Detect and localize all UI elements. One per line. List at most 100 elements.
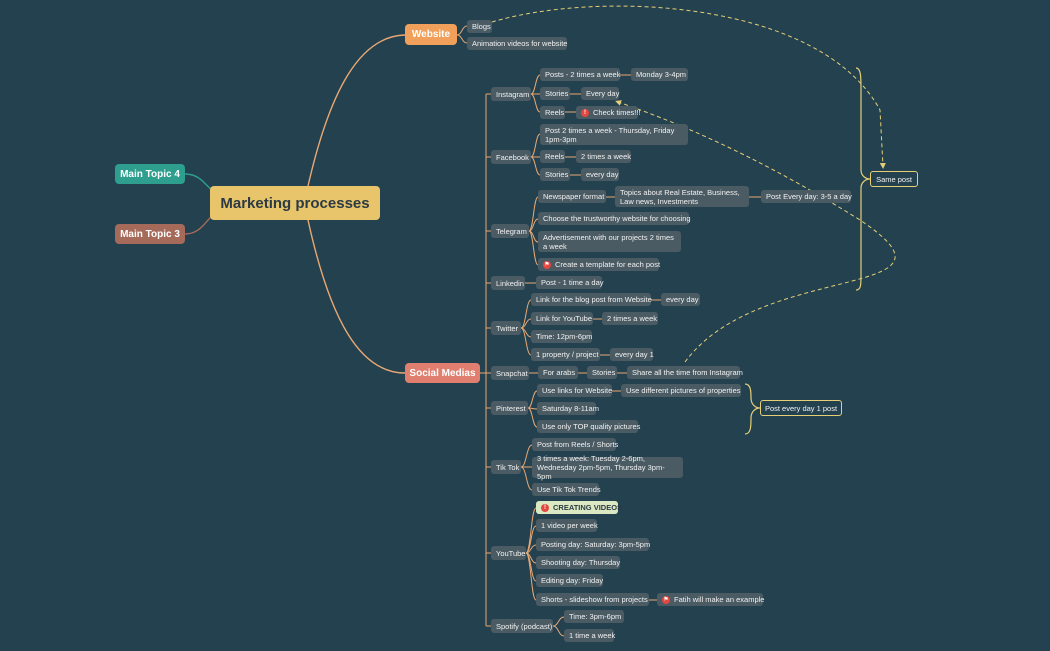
line-central-social [307,219,406,374]
tiktok-trends[interactable]: Use Tik Tok Trends [532,483,601,496]
subtopic-tiktok[interactable]: Tik Tok [491,460,521,474]
subtopic-twitter[interactable]: Twitter [491,321,521,335]
line-group-2-0 [528,196,539,232]
pinterest-links[interactable]: Use links for Website [537,384,612,397]
summary-brace-same-post [855,67,871,291]
telegram-template[interactable]: ⚑ Create a template for each post [538,258,661,271]
line-group-8-0 [525,507,537,554]
twitter-property-freq[interactable]: every day 1 [610,348,654,361]
facebook-reels-freq[interactable]: 2 times a week [576,150,631,163]
twitter-time[interactable]: Time: 12pm-6pm [531,330,592,343]
youtube-creating-videos[interactable]: ! CREATING VIDEOS [536,501,622,514]
subtopic-youtube[interactable]: YouTube [491,546,526,560]
line-group-6-0 [527,390,538,409]
website-animation-videos[interactable]: Animation videos for website [467,37,567,50]
summary-post-every-day[interactable]: Post every day 1 post [760,400,842,416]
pinterest-saturday[interactable]: Saturday 8-11am [537,402,599,415]
summary-brace-every-day [744,383,761,435]
line-group-2-3 [528,230,539,266]
instagram-posts[interactable]: Posts - 2 times a week [540,68,620,81]
instagram-stories[interactable]: Stories [540,87,570,100]
line-group-1-0 [530,133,541,158]
exclamation-icon: ! [541,503,549,512]
telegram-topics[interactable]: Topics about Real Estate, Business, Law … [615,186,749,207]
instagram-reels[interactable]: Reels [540,106,565,119]
line-group-0-2 [530,93,541,113]
youtube-creating-videos-label: CREATING VIDEOS [553,503,623,512]
relationship-blogs-same-post [491,5,886,169]
telegram-topics-freq[interactable]: Post Every day: 3-5 a day [761,190,852,203]
line-group-9-1 [552,625,565,637]
line-central-topic4 [184,173,213,191]
central-topic[interactable]: Marketing processes [210,186,380,220]
twitter-blog-freq[interactable]: every day [661,293,700,306]
summary-same-post[interactable]: Same post [870,171,918,187]
subtopic-instagram[interactable]: Instagram [491,87,531,101]
instagram-reels-note[interactable]: ! Check times!!! [576,106,641,119]
subtopic-facebook[interactable]: Facebook [491,150,531,164]
line-website-blogs [456,25,468,36]
telegram-advertisement[interactable]: Advertisement with our projects 2 times … [538,231,681,252]
instagram-posts-time[interactable]: Monday 3-4pm [631,68,688,81]
line-group-7-2 [520,466,533,491]
telegram-newspaper[interactable]: Newspaper format [538,190,606,203]
youtube-per-week[interactable]: 1 video per week [536,519,598,532]
subtopic-linkedin[interactable]: Linkedin [491,276,525,290]
twitter-blog-link[interactable]: Link for the blog post from Website [531,293,652,306]
facebook-reels[interactable]: Reels [540,150,565,163]
youtube-example[interactable]: ⚑ Fatih will make an example [657,593,765,606]
main-topic-3[interactable]: Main Topic 3 [115,224,185,244]
youtube-shooting-day[interactable]: Shooting day: Thursday [536,556,620,569]
line-central-website [307,34,406,187]
youtube-example-label: Fatih will make an example [674,595,765,604]
line-group-6-2 [527,407,538,428]
subtopic-snapchat[interactable]: Snapchat [491,366,529,380]
telegram-template-label: Create a template for each post [555,260,661,269]
relationship-snapchat-instagram [615,100,896,363]
line-group-4-0 [520,299,532,329]
facebook-stories[interactable]: Stories [540,168,570,181]
facebook-post[interactable]: Post 2 times a week - Thursday, Friday 1… [540,124,688,145]
instagram-reels-note-label: Check times!!! [593,108,641,117]
line-group-8-5 [525,552,537,601]
line-central-topic3 [184,215,213,235]
pinterest-quality[interactable]: Use only TOP quality pictures [537,420,640,433]
subtopic-telegram[interactable]: Telegram [491,224,529,238]
twitter-youtube-freq[interactable]: 2 times a week [602,312,658,325]
youtube-editing-day[interactable]: Editing day: Friday [536,574,603,587]
subtopic-pinterest[interactable]: Pinterest [491,401,528,415]
snapchat-arabs[interactable]: For arabs [538,366,578,379]
line-group-7-0 [520,444,533,468]
twitter-property[interactable]: 1 property / project [531,348,600,361]
main-topic-website[interactable]: Website [405,24,457,45]
tiktok-reels[interactable]: Post from Reels / Shorts [532,438,618,451]
snapchat-stories[interactable]: Stories [587,366,617,379]
line-group-8-1 [525,525,537,554]
website-blogs[interactable]: Blogs [467,20,492,33]
main-topic-social-medias[interactable]: Social Medias [405,363,480,383]
line-group-1-2 [530,156,541,176]
twitter-youtube-link[interactable]: Link for YouTube [531,312,593,325]
line-group-0-0 [530,74,541,95]
line-group-9-0 [552,616,565,627]
spotify-freq[interactable]: 1 time a week [564,629,615,642]
telegram-trustworthy[interactable]: Choose the trustworthy website for choos… [538,212,691,225]
youtube-shorts[interactable]: Shorts - slideshow from projects [536,593,649,606]
exclamation-icon: ! [581,108,589,117]
pinterest-pictures[interactable]: Use different pictures of properties [621,384,741,397]
line-website-animation [456,34,468,44]
tiktok-times[interactable]: 3 times a week: Tuesday 2-6pm, Wednesday… [532,454,683,481]
snapchat-share[interactable]: Share all the time from Instagram [627,366,743,379]
line-group-2-1 [528,218,539,232]
facebook-stories-freq[interactable]: every day [581,168,619,181]
spotify-time[interactable]: Time: 3pm-6pm [564,610,624,623]
subtopic-spotify[interactable]: Spotify (podcast) [491,619,553,633]
flag-icon: ⚑ [543,260,551,269]
linkedin-post[interactable]: Post - 1 time a day [536,276,604,289]
instagram-stories-freq[interactable]: Every day [581,87,619,100]
youtube-posting-day[interactable]: Posting day: Saturday: 3pm-5pm [536,538,650,551]
main-topic-4[interactable]: Main Topic 4 [115,164,185,184]
flag-icon: ⚑ [662,595,670,604]
